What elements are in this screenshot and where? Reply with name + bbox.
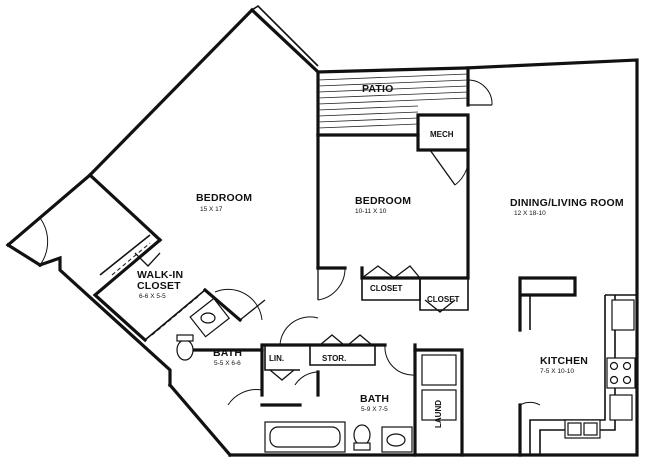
bath-2-label: BATH xyxy=(360,393,389,405)
dining-living-label: DINING/LIVING ROOM xyxy=(510,197,624,209)
mech-label: MECH xyxy=(430,130,454,139)
bedroom-main-label: BEDROOM xyxy=(196,192,252,204)
bedroom-2-dims: 10-11 X 10 xyxy=(355,208,387,215)
kitchen-dims: 7-5 X 10-10 xyxy=(540,368,574,375)
dining-living-dims: 12 X 18-10 xyxy=(514,210,546,217)
walkin-closet-label-1: WALK-IN xyxy=(137,269,183,281)
bath-1-label: BATH xyxy=(213,347,242,359)
closet-b-label: CLOSET xyxy=(427,295,460,304)
patio-label: PATIO xyxy=(362,83,394,95)
patio-decking xyxy=(317,73,469,129)
bath-2-dims: 5-9 X 7-5 xyxy=(361,406,388,413)
kitchen-label: KITCHEN xyxy=(540,355,588,367)
walkin-closet-label-2: CLOSET xyxy=(137,280,181,292)
room-labels: BEDROOM 15 X 17 BEDROOM 10-11 X 10 DININ… xyxy=(137,83,624,428)
doors xyxy=(7,79,541,406)
bedroom-main-dims: 15 X 17 xyxy=(200,206,223,213)
laundry-label: LAUND xyxy=(434,400,443,428)
bath-1-dims: 5-5 X 6-6 xyxy=(214,360,241,367)
linen-label: LIN. xyxy=(269,354,284,363)
bedroom-2-label: BEDROOM xyxy=(355,195,411,207)
walkin-closet-dims: 6-6 X 5-5 xyxy=(139,293,166,300)
fixtures xyxy=(111,242,636,453)
storage-label: STOR. xyxy=(322,354,346,363)
exterior-walls xyxy=(5,4,639,458)
interior-walls xyxy=(87,66,637,457)
closet-a-label: CLOSET xyxy=(370,284,403,293)
